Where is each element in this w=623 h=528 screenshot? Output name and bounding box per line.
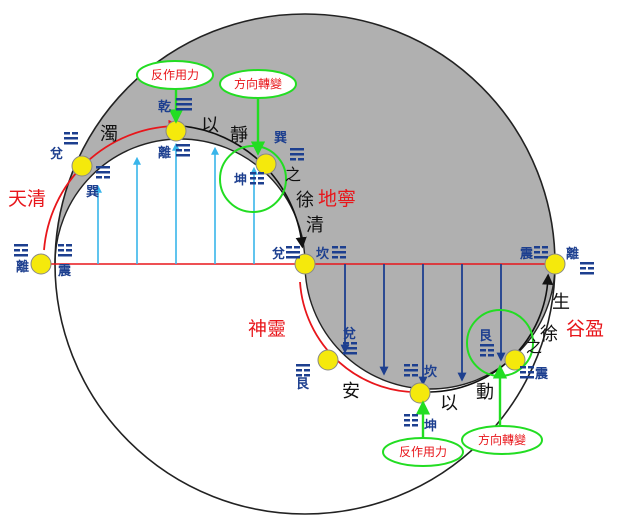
- label-di-ning: 地寧: [318, 188, 356, 210]
- trigram-gen-lower: 艮: [479, 329, 493, 344]
- trigram-xun-upper-right: 巽: [274, 131, 287, 146]
- node-lower-left: [317, 349, 339, 371]
- nodes: [30, 120, 566, 404]
- trigram-zhen-lower: 震: [534, 367, 549, 382]
- trigram-glyph-zhen-right: [534, 246, 548, 259]
- node-left: [30, 253, 52, 275]
- trigram-glyph-qian: [176, 98, 192, 111]
- trigram-glyph-li-mid: [176, 144, 190, 157]
- shaded-region: [55, 14, 555, 389]
- label-sheng: 生: [552, 292, 570, 313]
- node-center: [294, 253, 316, 275]
- svg-text:方向轉變: 方向轉變: [478, 432, 526, 447]
- label-qing: 清: [306, 215, 324, 236]
- label-xu-1: 徐: [296, 190, 314, 211]
- trigram-kun-upper: 坤: [234, 172, 247, 188]
- trigram-xun-upper-left: 巽: [86, 185, 99, 200]
- label-tian-qing: 天清: [8, 188, 46, 210]
- flow-curve-lower: [299, 281, 430, 399]
- trigram-glyph-kan-mid: [332, 246, 346, 259]
- label-gu-ying: 谷盈: [566, 318, 604, 340]
- trigram-glyph-gen-lower: [480, 344, 494, 357]
- label-zhi-1: 之: [285, 165, 301, 184]
- trigram-glyph-li-right: [580, 262, 594, 275]
- label-jing: 靜: [230, 125, 248, 146]
- trigram-dui-lower: 兌: [343, 326, 356, 342]
- trigram-glyph-zhen-left: [58, 244, 72, 257]
- svg-text:方向轉變: 方向轉變: [234, 76, 282, 91]
- label-shen-ling: 神靈: [248, 318, 286, 340]
- trigram-glyph-dui-mid: [286, 246, 300, 259]
- svg-text:反作用力: 反作用力: [151, 68, 199, 82]
- trigram-zhen-left: 震: [57, 264, 72, 279]
- node-top: [165, 120, 187, 142]
- node-bottom: [409, 382, 431, 404]
- label-dong: 動: [476, 382, 494, 403]
- trigram-qian: 乾: [158, 99, 171, 115]
- trigram-kun-lower: 坤: [424, 418, 437, 434]
- label-zhi-2: 之: [526, 337, 542, 356]
- bubble-fanzuo-top: 反作用力: [136, 60, 214, 90]
- trigram-glyph-xun-upper-right: [290, 148, 304, 161]
- downward-arrows: [340, 264, 506, 386]
- upward-arrows: [94, 142, 258, 264]
- label-yi-1: 以: [201, 115, 219, 136]
- trigram-gen: 艮: [296, 377, 310, 392]
- trigram-glyph-zhen-lower: [520, 366, 534, 379]
- trigram-glyph-kun-lower: [404, 414, 418, 427]
- svg-text:反作用力: 反作用力: [399, 445, 447, 459]
- bubble-fanzuo-bottom: 反作用力: [382, 437, 464, 467]
- node-upper-left: [71, 155, 93, 177]
- trigram-glyph-xun-upper-left: [96, 166, 110, 179]
- node-upper-right: [255, 153, 277, 175]
- trigram-glyph-kun-upper: [250, 172, 264, 185]
- trigram-dui-mid: 兌: [272, 246, 285, 262]
- bubble-fangxiang-top: 方向轉變: [219, 69, 297, 99]
- trigram-li-mid: 離: [158, 145, 171, 161]
- label-xu-2: 徐: [540, 324, 558, 345]
- node-right: [544, 253, 566, 275]
- node-lower-right: [504, 349, 526, 371]
- label-zhuo: 濁: [100, 124, 118, 145]
- trigram-dui-upper: 兌: [50, 146, 63, 162]
- trigram-glyph-dui-lower: [343, 342, 357, 355]
- trigram-kan-lower: 坎: [424, 364, 437, 380]
- bubble-fangxiang-bottom: 方向轉變: [461, 425, 543, 455]
- trigram-glyph-li-left: [14, 244, 28, 257]
- label-yi-2: 以: [440, 393, 458, 414]
- trigram-glyph-dui-upper: [64, 132, 78, 145]
- trigram-zhen-right: 震: [519, 247, 534, 262]
- trigram-glyphs: [14, 98, 594, 427]
- trigram-labels: 離 震 兌 巽 乾 離 巽 坤 兌 坎 震 離 艮 坎 坤 兌 震 艮: [16, 99, 579, 434]
- trigram-glyph-gen: [296, 364, 310, 377]
- trigram-glyph-kan-lower: [404, 364, 418, 377]
- trigram-li-left: 離: [16, 259, 29, 275]
- label-an: 安: [342, 381, 360, 402]
- trigram-kan-mid: 坎: [316, 246, 329, 262]
- trigram-li-right: 離: [566, 246, 579, 262]
